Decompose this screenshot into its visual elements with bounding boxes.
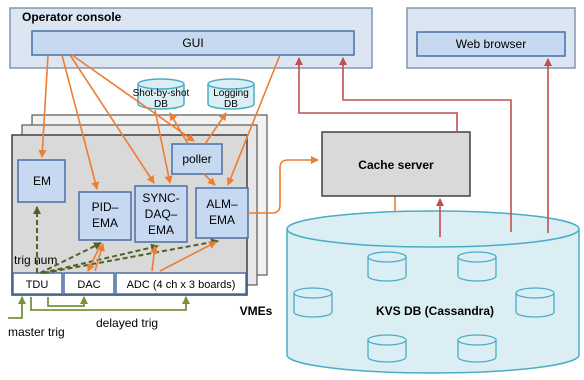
logging-db: Logging DB	[207, 78, 255, 110]
kvs-db-label: KVS DB (Cassandra)	[376, 304, 494, 318]
poller-module	[171, 143, 223, 175]
shot-db-label-line1: Shot-by-shot	[133, 88, 190, 99]
pid-ema-label-line2: EMA	[92, 216, 118, 230]
gui-label: GUI	[182, 36, 203, 50]
sync-daq-ema-label-line1: SYNC-	[142, 191, 179, 205]
operator-console-title: Operator console	[22, 10, 122, 24]
logging-db-label-line2: DB	[224, 99, 238, 110]
alm-ema-label-line1: ALM–	[206, 197, 238, 211]
cache-server-label: Cache server	[358, 158, 434, 172]
poller-label: poller	[182, 152, 211, 166]
alm-ema-label-line2: EMA	[209, 213, 235, 227]
dac-board	[63, 272, 115, 295]
dac-label: DAC	[77, 279, 100, 291]
delayed-trig-label: delayed trig	[96, 316, 158, 330]
master-trig-label: master trig	[8, 325, 65, 339]
sync-daq-ema-label-line3: EMA	[148, 223, 174, 237]
gui-box	[31, 30, 355, 56]
em-module	[17, 159, 66, 203]
pid-ema-module	[78, 191, 132, 241]
kvs-db	[286, 210, 580, 374]
trigger-number-lines	[33, 206, 219, 274]
tdu-label: TDU	[26, 279, 49, 291]
cache-server-box	[321, 131, 471, 197]
read-arrows	[295, 57, 552, 237]
sync-daq-ema-module	[134, 185, 188, 243]
vme-label: VMEs	[240, 304, 273, 318]
adc-board	[115, 272, 247, 295]
logging-db-label-line1: Logging	[213, 88, 249, 99]
web-browser-box	[416, 31, 566, 57]
shot-by-shot-db: Shot-by-shot DB	[133, 78, 190, 110]
shot-db-label-line2: DB	[154, 99, 168, 110]
sync-daq-ema-label-line2: DAQ–	[145, 207, 178, 221]
alm-ema-module	[195, 187, 249, 239]
data-flow-arrows	[38, 54, 399, 272]
kvs-node-cylinders	[293, 251, 555, 363]
web-browser-label: Web browser	[456, 37, 526, 51]
adc-label: ADC (4 ch x 3 boards)	[127, 279, 236, 291]
trigger-inputs	[8, 296, 190, 319]
em-label: EM	[33, 174, 51, 188]
trig-num-label: trig num	[14, 253, 57, 267]
pid-ema-label-line1: PID–	[92, 200, 119, 214]
